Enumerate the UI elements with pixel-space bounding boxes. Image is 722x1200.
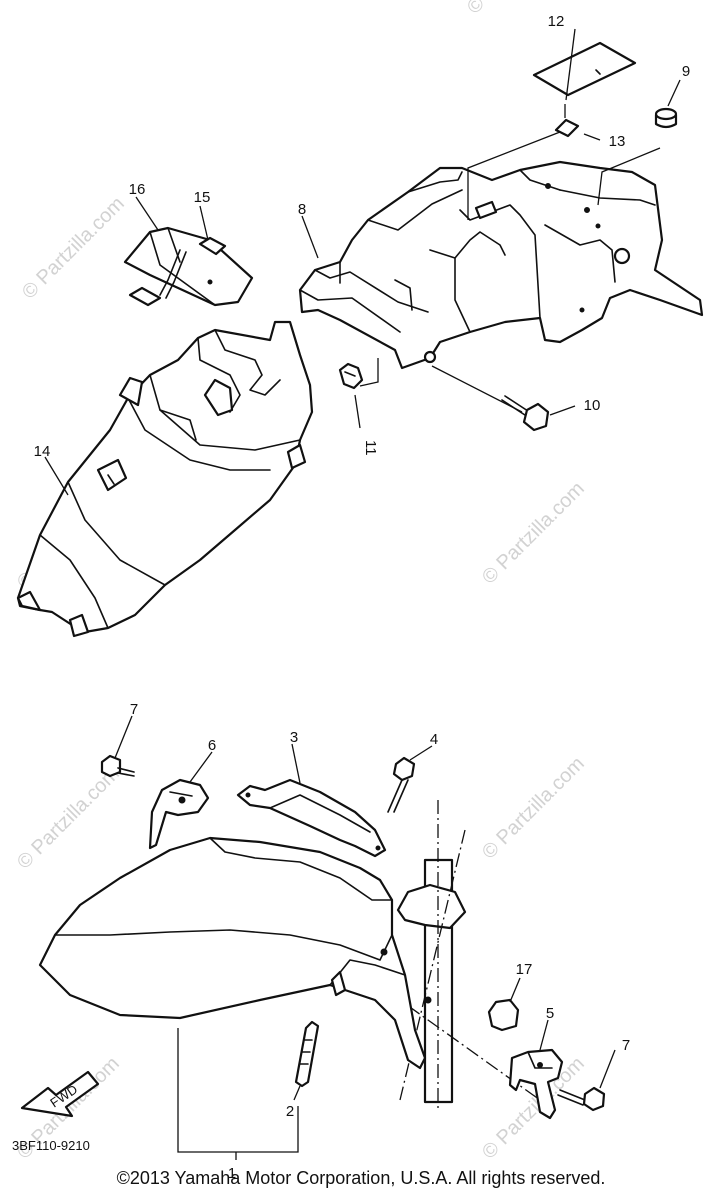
watermark-6: © Partzilla.com: [478, 753, 589, 864]
part-8-rear-fender-bracket: [298, 160, 704, 370]
callout-label: 1: [228, 1165, 236, 1182]
callout-label: 7: [130, 701, 138, 718]
part-13-clip: [554, 118, 580, 138]
part-10-bolt: [501, 395, 550, 432]
front-fork: [329, 800, 541, 1110]
copyright-notice: ©2013 Yamaha Motor Corporation, U.S.A. A…: [116, 1168, 606, 1188]
part-2-emblem: [294, 1020, 320, 1088]
watermark-4: © Partzilla.com: [478, 478, 589, 589]
part-7-bolt-lower: [557, 1086, 606, 1112]
part-12-pad: [532, 41, 637, 97]
watermark-1: © Partzilla.com: [18, 193, 129, 304]
callout-label: 17: [516, 961, 533, 978]
leader-lines: [44, 28, 681, 1160]
callout-label: 10: [584, 397, 601, 414]
callout-label: 11: [362, 440, 379, 456]
callout-label: 8: [298, 201, 306, 218]
callout-label: 9: [682, 63, 690, 80]
part-11-nut: [338, 362, 364, 390]
part-1-front-fender: [38, 836, 432, 1070]
part-15-strap: [128, 236, 227, 307]
callout-label: 6: [208, 737, 216, 754]
callout-label: 13: [609, 133, 626, 150]
part-5-bracket: [508, 1048, 564, 1120]
callout-label: 15: [194, 189, 211, 206]
part-6-bracket: [148, 778, 210, 850]
callouts: 1 2 3 4 5 6 7 7 8 9 10 11 12 13 14 15 16…: [34, 13, 691, 1182]
watermark-5: © Partzilla.com: [13, 763, 124, 874]
callout-label: 12: [548, 13, 565, 30]
part-3-plate: [236, 778, 387, 858]
part-17-cap: [487, 998, 520, 1032]
part-7-bolt-upper: [100, 754, 135, 778]
callout-label: 4: [430, 731, 438, 748]
part-14-inner-fender: [16, 320, 314, 638]
part-4-bolt: [387, 756, 416, 813]
callout-label: 7: [622, 1037, 630, 1054]
callout-label: 14: [34, 443, 51, 460]
callout-label: 2: [286, 1103, 294, 1120]
callout-label: 3: [290, 729, 298, 746]
callout-label: 16: [129, 181, 146, 198]
fwd-arrow-icon: FWD: [20, 1070, 100, 1118]
callout-label: 5: [546, 1005, 554, 1022]
diagram-code: 3BF110-9210: [12, 1138, 90, 1153]
part-9-grommet: [654, 107, 678, 129]
